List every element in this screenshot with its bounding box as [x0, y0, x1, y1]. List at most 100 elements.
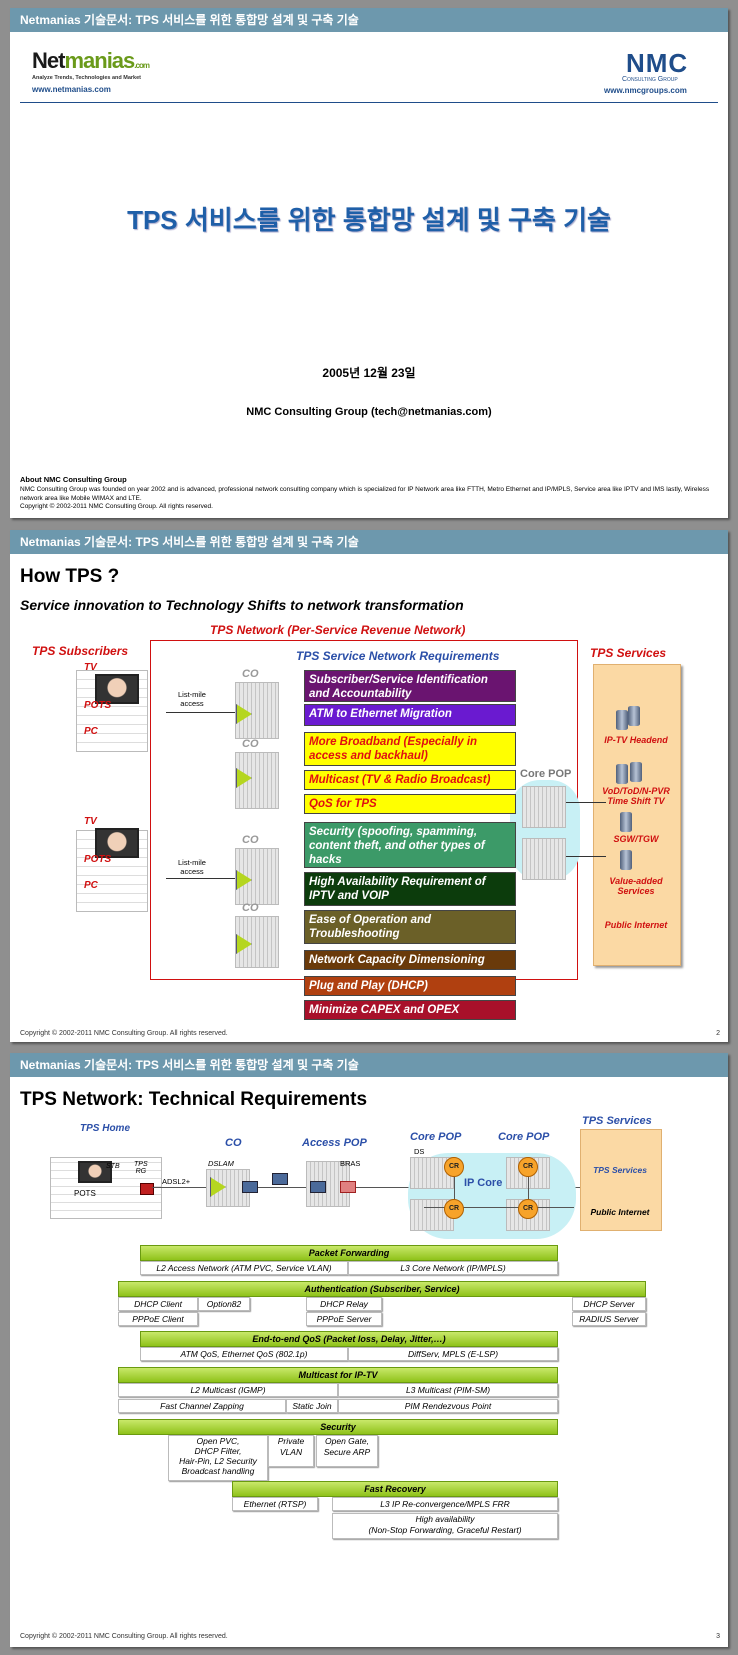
- slide-title: TPS Network: Technical Requirements: [20, 1089, 368, 1110]
- pots-label: POTS: [74, 1189, 96, 1198]
- cr-router-icon: CR: [444, 1157, 464, 1177]
- dhcp-server: DHCP Server: [572, 1297, 646, 1311]
- service-iptv-headend: IP-TV Headend: [604, 735, 668, 745]
- service-public-internet: Public Internet: [590, 1207, 650, 1217]
- about-text: NMC Consulting Group was founded on year…: [20, 486, 710, 502]
- last-mile-label: List-mile access: [178, 690, 206, 708]
- co-label: CO: [242, 902, 259, 914]
- server-icon: [620, 850, 632, 870]
- slide-subtitle: Service innovation to Technology Shifts …: [20, 597, 464, 613]
- cr-router-icon: CR: [444, 1199, 464, 1219]
- requirement-item: Security (spoofing, spamming, content th…: [304, 822, 516, 868]
- requirement-item: High Availability Requirement of IPTV an…: [304, 872, 516, 906]
- requirement-item: ATM to Ethernet Migration: [304, 704, 516, 726]
- server-icon: [628, 706, 640, 726]
- cr-router-icon: CR: [518, 1157, 538, 1177]
- requirement-item: Plug and Play (DHCP): [304, 976, 516, 996]
- fr-l3: L3 IP Re-convergence/MPLS FRR: [332, 1497, 558, 1511]
- multicast-bar: Multicast for IP-TV: [118, 1367, 558, 1383]
- pots-label: POTS: [84, 700, 112, 711]
- nmc-url[interactable]: www.nmcgroups.com: [604, 86, 687, 95]
- slide-header: Netmanias 기술문서: TPS 서비스를 위한 통합망 설계 및 구축 …: [10, 530, 728, 554]
- tv-label: TV: [84, 662, 97, 673]
- mc-l3: L3 Multicast (PIM-SM): [338, 1383, 558, 1397]
- nmc-logo: NMC: [626, 48, 689, 78]
- about-copyright: Copyright © 2002-2011 NMC Consulting Gro…: [20, 503, 213, 510]
- pf-l3-core: L3 Core Network (IP/MPLS): [348, 1261, 558, 1275]
- fr-high-availability: High availability (Non-Stop Forwarding, …: [332, 1513, 558, 1539]
- netmanias-logo: Netmanias.com: [32, 48, 150, 74]
- pc-label: PC: [84, 726, 98, 737]
- tps-services-label: TPS Services: [590, 646, 667, 660]
- document-org: NMC Consulting Group (tech@netmanias.com…: [246, 406, 492, 418]
- tv-image: [95, 674, 139, 704]
- server-icon: [616, 764, 628, 784]
- radius-server: RADIUS Server: [572, 1312, 646, 1326]
- sec-open-pvc: Open PVC, DHCP Filter, Hair-Pin, L2 Secu…: [168, 1435, 268, 1481]
- qos-atm: ATM QoS, Ethernet QoS (802.1p): [140, 1347, 348, 1361]
- requirements-title: TPS Service Network Requirements: [296, 649, 500, 663]
- slide-1: Netmanias 기술문서: TPS 서비스를 위한 통합망 설계 및 구축 …: [10, 8, 728, 518]
- core-link: [454, 1167, 455, 1211]
- requirement-item: QoS for TPS: [304, 794, 516, 814]
- pppoe-server: PPPoE Server: [306, 1312, 382, 1326]
- requirement-item: Subscriber/Service Identification and Ac…: [304, 670, 516, 702]
- page-number: 2: [716, 1030, 720, 1037]
- core-building: [522, 786, 566, 828]
- pots-label: POTS: [84, 854, 112, 865]
- server-icon: [620, 812, 632, 832]
- copyright: Copyright © 2002-2011 NMC Consulting Gro…: [20, 1633, 228, 1640]
- server-icon: [630, 762, 642, 782]
- co-label: CO: [225, 1137, 242, 1149]
- service-public-internet: Public Internet: [604, 920, 668, 930]
- ip-core-label: IP Core: [464, 1177, 503, 1189]
- tps-subscribers-label: TPS Subscribers: [32, 644, 129, 658]
- sec-open-gate: Open Gate, Secure ARP: [316, 1435, 378, 1467]
- qos-bar: End-to-end QoS (Packet loss, Delay, Jitt…: [140, 1331, 558, 1347]
- dhcp-client: DHCP Client: [118, 1297, 198, 1311]
- tps-network-label: TPS Network (Per-Service Revenue Network…: [210, 623, 466, 637]
- service-vod: VoD/ToD/N-PVR Time Shift TV: [602, 786, 670, 806]
- pf-l2-access: L2 Access Network (ATM PVC, Service VLAN…: [140, 1261, 348, 1275]
- core-link: [566, 856, 606, 857]
- rg-device: [140, 1183, 154, 1195]
- logo-suffix: .com: [134, 61, 150, 70]
- nmc-logo-sub: Consulting Group: [622, 76, 678, 83]
- access-pop-label: Access POP: [302, 1137, 367, 1149]
- security-bar: Security: [118, 1419, 558, 1435]
- requirement-item: Ease of Operation and Troubleshooting: [304, 910, 516, 944]
- dhcp-relay: DHCP Relay: [306, 1297, 382, 1311]
- sec-private-vlan: Private VLAN: [268, 1435, 314, 1467]
- logo-part-net: Net: [32, 48, 65, 73]
- bras-label: BRAS: [340, 1159, 361, 1168]
- mc-l2: L2 Multicast (IGMP): [118, 1383, 338, 1397]
- logo-part-manias: manias: [64, 48, 135, 73]
- co-label: CO: [242, 738, 259, 750]
- co-label: CO: [242, 668, 259, 680]
- netmanias-url[interactable]: www.netmanias.com: [32, 85, 111, 94]
- pppoe-client: PPPoE Client: [118, 1312, 198, 1326]
- about-title: About NMC Consulting Group: [20, 475, 127, 484]
- fr-ethernet: Ethernet (RTSP): [232, 1497, 318, 1511]
- page-number: 3: [716, 1633, 720, 1640]
- server-icon: [616, 710, 628, 730]
- copyright: Copyright © 2002-2011 NMC Consulting Gro…: [20, 1030, 228, 1037]
- core-link: [528, 1167, 529, 1211]
- last-mile-link: [166, 712, 236, 713]
- adsl-label: ADSL2+: [162, 1177, 191, 1186]
- tps-home-label: TPS Home: [80, 1123, 131, 1134]
- tps-services-title: TPS Services: [582, 1115, 652, 1127]
- mc-rendezvous: PIM Rendezvous Point: [338, 1399, 558, 1413]
- qos-diffserv: DiffServ, MPLS (E-LSP): [348, 1347, 558, 1361]
- tv-label: TV: [84, 816, 97, 827]
- slide-header: Netmanias 기술문서: TPS 서비스를 위한 통합망 설계 및 구축 …: [10, 8, 728, 32]
- last-mile-link: [166, 878, 236, 879]
- switch-icon: [242, 1181, 258, 1193]
- tps-rg-label: TPS RG: [134, 1161, 148, 1175]
- core-pop-label: Core POP: [498, 1131, 550, 1143]
- requirement-item: Minimize CAPEX and OPEX: [304, 1000, 516, 1020]
- requirement-item: More Broadband (Especially in access and…: [304, 732, 516, 766]
- mc-static-join: Static Join: [286, 1399, 338, 1413]
- service-tps: TPS Services: [593, 1165, 647, 1175]
- switch-icon: [310, 1181, 326, 1193]
